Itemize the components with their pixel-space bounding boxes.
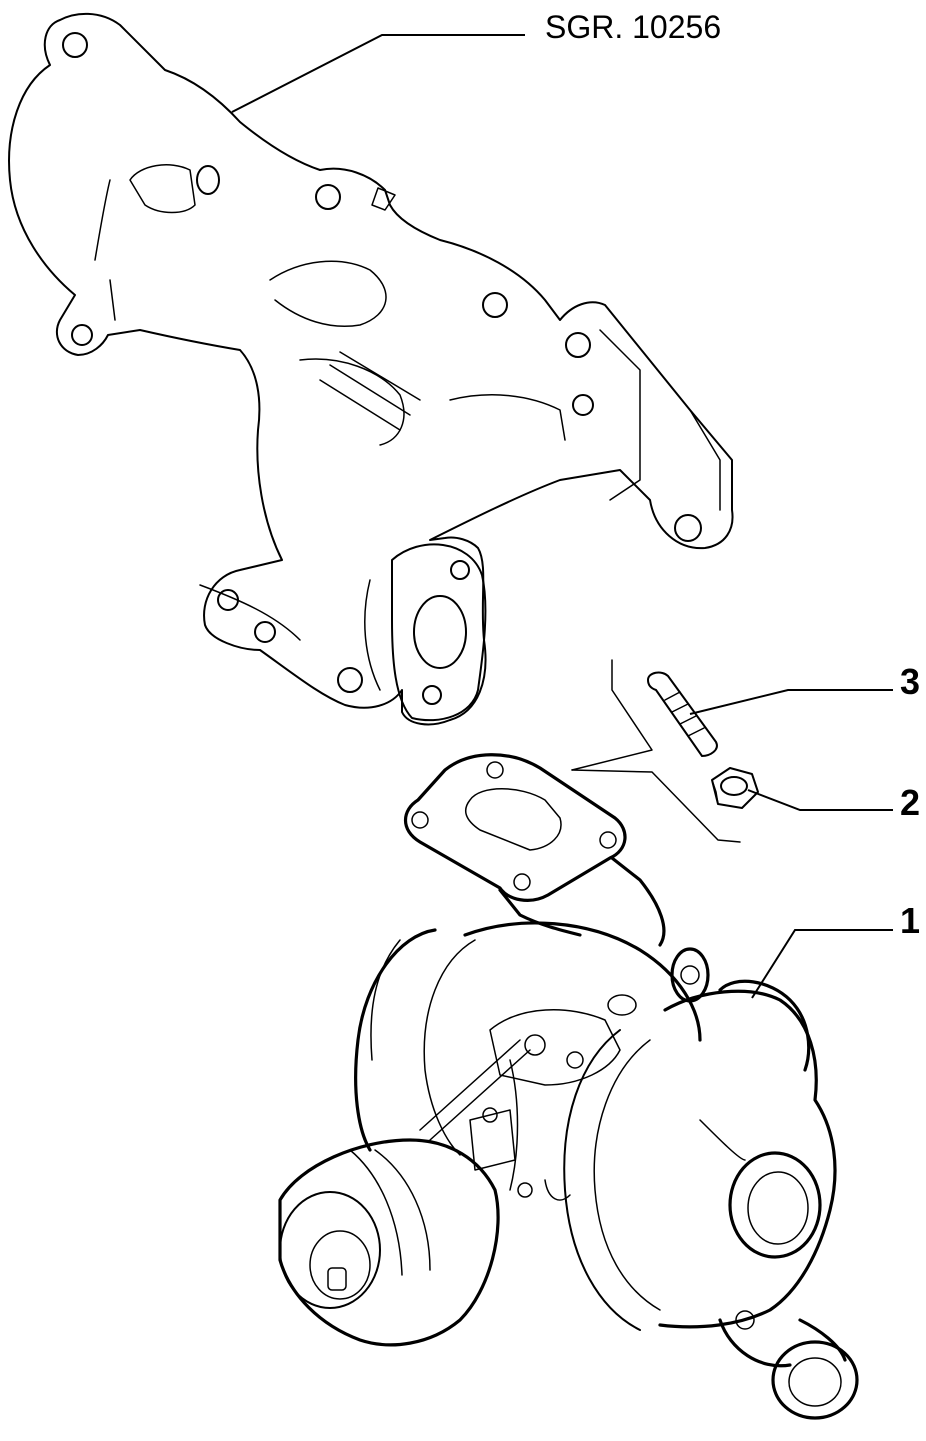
assembly-guide-lines: [571, 659, 741, 843]
callout-1: 1: [751, 900, 920, 999]
group-ref-label: SGR. 10256: [545, 9, 721, 45]
turbocharger: [278, 753, 859, 1420]
callout-3: 3: [689, 661, 920, 715]
callout-number-2: 2: [900, 782, 920, 823]
callout-group-ref: SGR. 10256: [231, 9, 721, 113]
nut: [711, 767, 759, 809]
callout-2: 2: [747, 782, 920, 823]
callout-number-1: 1: [900, 900, 920, 941]
exhaust-manifold: [8, 12, 734, 726]
callout-number-3: 3: [900, 661, 920, 702]
stud: [647, 671, 718, 757]
